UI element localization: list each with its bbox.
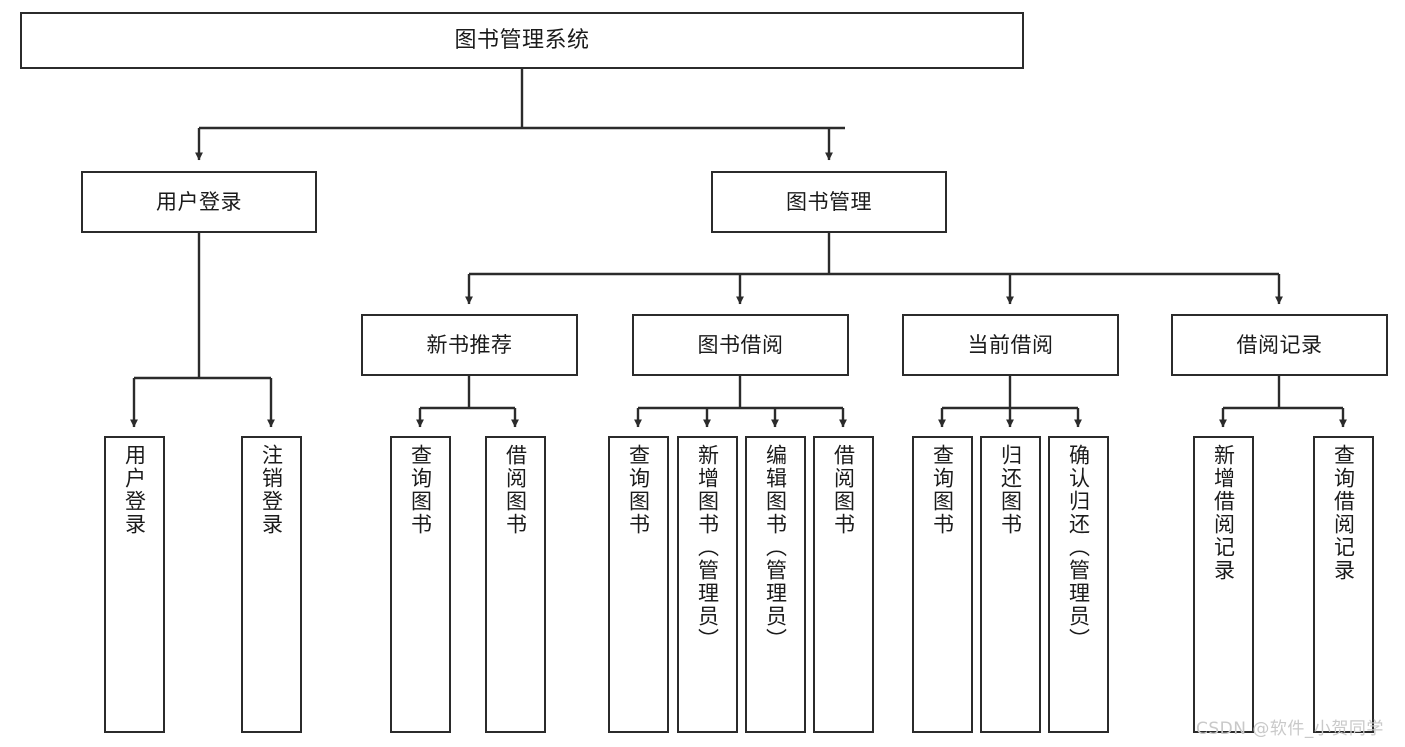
leaf-edit-book[interactable]: 编辑图书（管理员） — [745, 436, 806, 733]
leaf-query-record[interactable]: 查询借阅记录 — [1313, 436, 1374, 733]
leaf-query-book-1[interactable]: 查询图书 — [390, 436, 451, 733]
node-label: 确认归还（管理员） — [1066, 444, 1091, 651]
leaf-user-login[interactable]: 用户登录 — [104, 436, 165, 733]
node-label: 查询图书 — [930, 444, 955, 536]
node-label: 借阅图书 — [503, 444, 528, 536]
node-book-borrow[interactable]: 图书借阅 — [632, 314, 849, 376]
leaf-add-record[interactable]: 新增借阅记录 — [1193, 436, 1254, 733]
leaf-query-book-2[interactable]: 查询图书 — [608, 436, 669, 733]
node-label: 借阅图书 — [831, 444, 856, 536]
node-label: 图书管理 — [786, 189, 872, 214]
leaf-logout[interactable]: 注销登录 — [241, 436, 302, 733]
node-book-manage[interactable]: 图书管理 — [711, 171, 947, 233]
node-label: 借阅记录 — [1236, 332, 1323, 357]
leaf-add-book[interactable]: 新增图书（管理员） — [677, 436, 738, 733]
node-label: 查询图书 — [626, 444, 651, 536]
node-label: 编辑图书（管理员） — [763, 444, 788, 651]
leaf-borrow-book-1[interactable]: 借阅图书 — [485, 436, 546, 733]
node-borrow-record[interactable]: 借阅记录 — [1171, 314, 1388, 376]
node-label: 图书管理系统 — [454, 27, 590, 53]
node-label: 查询借阅记录 — [1331, 444, 1356, 582]
node-label: 当前借阅 — [967, 332, 1054, 357]
node-root-system[interactable]: 图书管理系统 — [20, 12, 1024, 69]
leaf-query-book-3[interactable]: 查询图书 — [912, 436, 973, 733]
node-new-book-recommend[interactable]: 新书推荐 — [361, 314, 578, 376]
node-label: 新增借阅记录 — [1211, 444, 1236, 582]
node-label: 新增图书（管理员） — [695, 444, 720, 651]
leaf-return-book[interactable]: 归还图书 — [980, 436, 1041, 733]
node-user-login[interactable]: 用户登录 — [81, 171, 317, 233]
node-label: 用户登录 — [156, 189, 242, 214]
leaf-borrow-book-2[interactable]: 借阅图书 — [813, 436, 874, 733]
node-current-borrow[interactable]: 当前借阅 — [902, 314, 1119, 376]
node-label: 用户登录 — [122, 444, 147, 536]
node-label: 注销登录 — [259, 444, 284, 536]
node-label: 归还图书 — [998, 444, 1023, 536]
node-label: 查询图书 — [408, 444, 433, 536]
leaf-confirm-return[interactable]: 确认归还（管理员） — [1048, 436, 1109, 733]
node-label: 图书借阅 — [697, 332, 784, 357]
node-label: 新书推荐 — [426, 332, 513, 357]
